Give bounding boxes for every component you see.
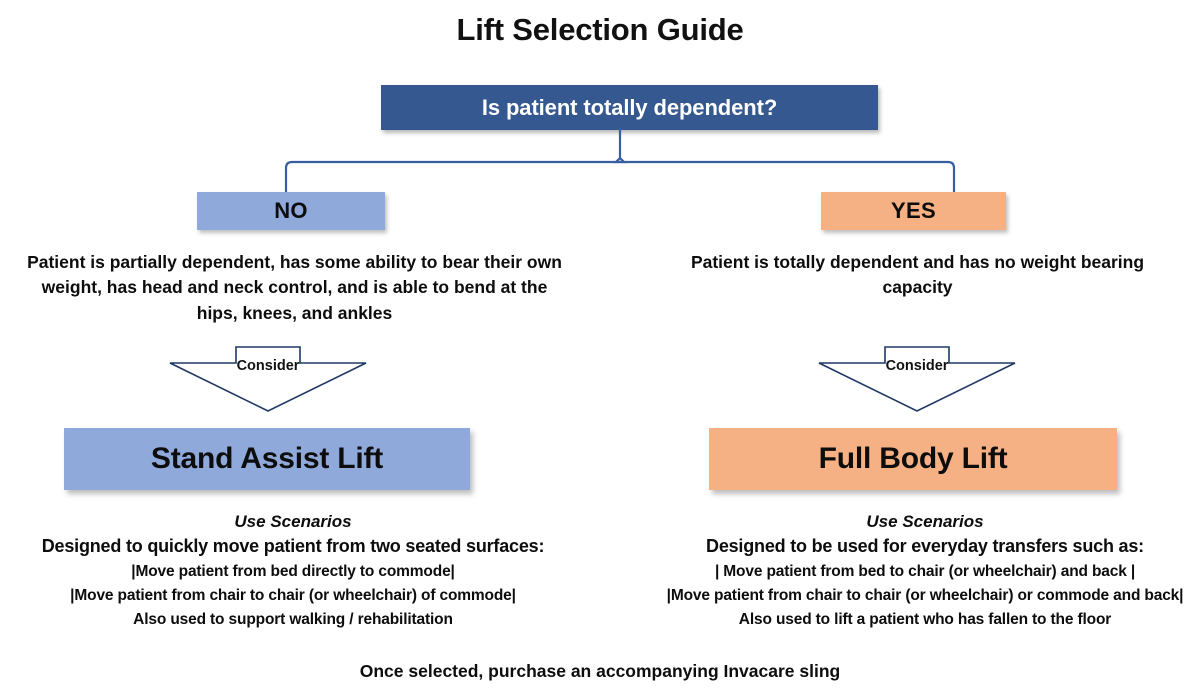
footer-note: Once selected, purchase an accompanying … <box>359 661 841 681</box>
consider-arrow-no: Consider <box>168 345 368 413</box>
connector-bracket <box>284 160 956 194</box>
scenarios-block-no: Use Scenarios Designed to quickly move p… <box>18 512 568 632</box>
scenario-item: |Move patient from chair to chair (or wh… <box>70 587 516 605</box>
branch-description-yes: Patient is totally dependent and has no … <box>690 252 1145 298</box>
scenarios-intro-no: Designed to quickly move patient from tw… <box>41 536 545 556</box>
branch-description-no: Patient is partially dependent, has some… <box>27 252 562 323</box>
result-node-stand-assist-lift-label: Stand Assist Lift <box>150 442 384 475</box>
consider-arrow-no-label: Consider <box>236 358 300 374</box>
result-node-full-body-lift-label: Full Body Lift <box>818 442 1008 475</box>
root-question-node: Is patient totally dependent? <box>381 85 878 130</box>
scenario-item: | Move patient from bed to chair (or whe… <box>714 563 1136 580</box>
branch-answer-yes: YES <box>821 192 1006 230</box>
result-node-full-body-lift: Full Body Lift <box>709 428 1117 490</box>
root-question-label: Is patient totally dependent? <box>481 94 778 120</box>
branch-answer-yes-label: YES <box>891 198 936 223</box>
scenario-item: Also used to support walking / rehabilit… <box>133 611 453 629</box>
branch-connector <box>284 128 956 194</box>
scenarios-intro-yes: Designed to be used for everyday transfe… <box>706 536 1144 556</box>
scenarios-heading-yes: Use Scenarios <box>866 512 984 531</box>
branch-answer-no-label: NO <box>274 198 308 223</box>
scenarios-block-yes: Use Scenarios Designed to be used for ev… <box>660 512 1190 632</box>
consider-arrow-yes-label: Consider <box>885 358 949 374</box>
branch-answer-no: NO <box>197 192 385 230</box>
block-arrow-down-icon <box>169 346 367 412</box>
scenario-item: |Move patient from chair to chair (or wh… <box>666 587 1184 605</box>
page-title: Lift Selection Guide <box>456 12 744 47</box>
arrow-shape <box>169 346 367 412</box>
scenario-item: |Move patient from bed directly to commo… <box>131 563 455 580</box>
arrow-shape <box>818 346 1016 412</box>
block-arrow-down-icon <box>818 346 1016 412</box>
result-node-stand-assist-lift: Stand Assist Lift <box>64 428 470 490</box>
scenarios-heading-no: Use Scenarios <box>234 512 352 531</box>
connector-stem <box>613 128 627 164</box>
consider-arrow-yes: Consider <box>817 345 1017 413</box>
scenario-item: Also used to lift a patient who has fall… <box>738 611 1112 629</box>
